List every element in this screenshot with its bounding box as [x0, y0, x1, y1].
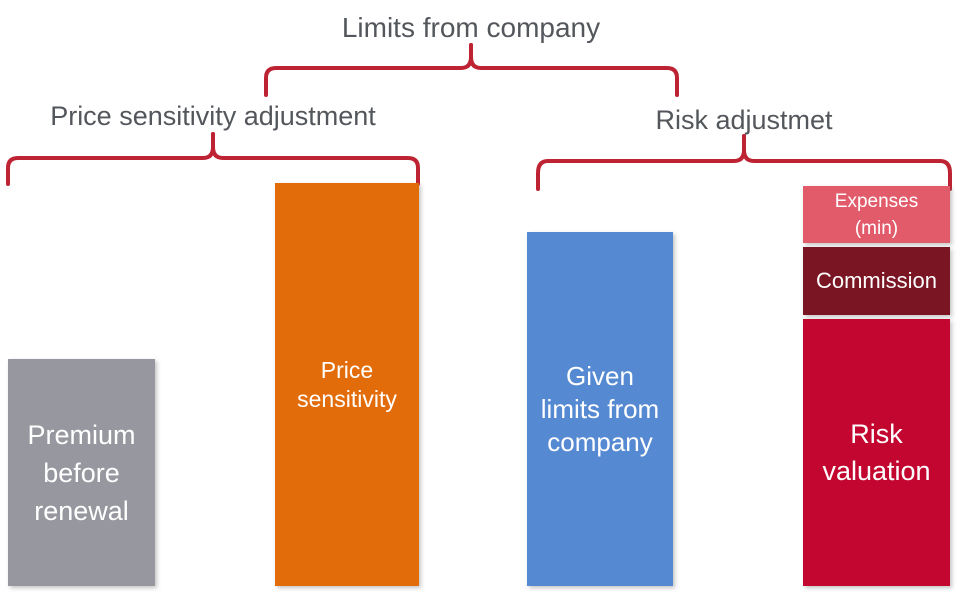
segment-commission-label: Commission [815, 268, 938, 293]
bar-price-sensitivity-label: Price sensitivity [297, 356, 397, 412]
segment-expenses-label: Expenses (min) [834, 190, 919, 239]
segment-commission: Commission [803, 247, 950, 315]
bar-premium-label: Premium before renewal [27, 419, 136, 526]
bar-given-limits-from-company: Given limits from company [527, 232, 673, 586]
bar-premium-before-renewal: Premium before renewal [8, 359, 155, 586]
heading-price-sensitivity-adjustment: Price sensitivity adjustment [50, 101, 376, 131]
right-brace [536, 134, 952, 191]
bar-price-sensitivity: Price sensitivity [275, 183, 419, 586]
top-brace [264, 43, 679, 97]
diagram-title: Limits from company [341, 12, 601, 43]
segment-risk-valuation: Risk valuation [803, 319, 950, 586]
left-brace [6, 132, 420, 186]
bar-given-limits-label: Given limits from company [540, 360, 660, 457]
segment-expenses-min: Expenses (min) [803, 186, 950, 243]
heading-risk-adjustment: Risk adjustmet [655, 105, 833, 135]
segment-risk-valuation-label: Risk valuation [822, 418, 931, 486]
